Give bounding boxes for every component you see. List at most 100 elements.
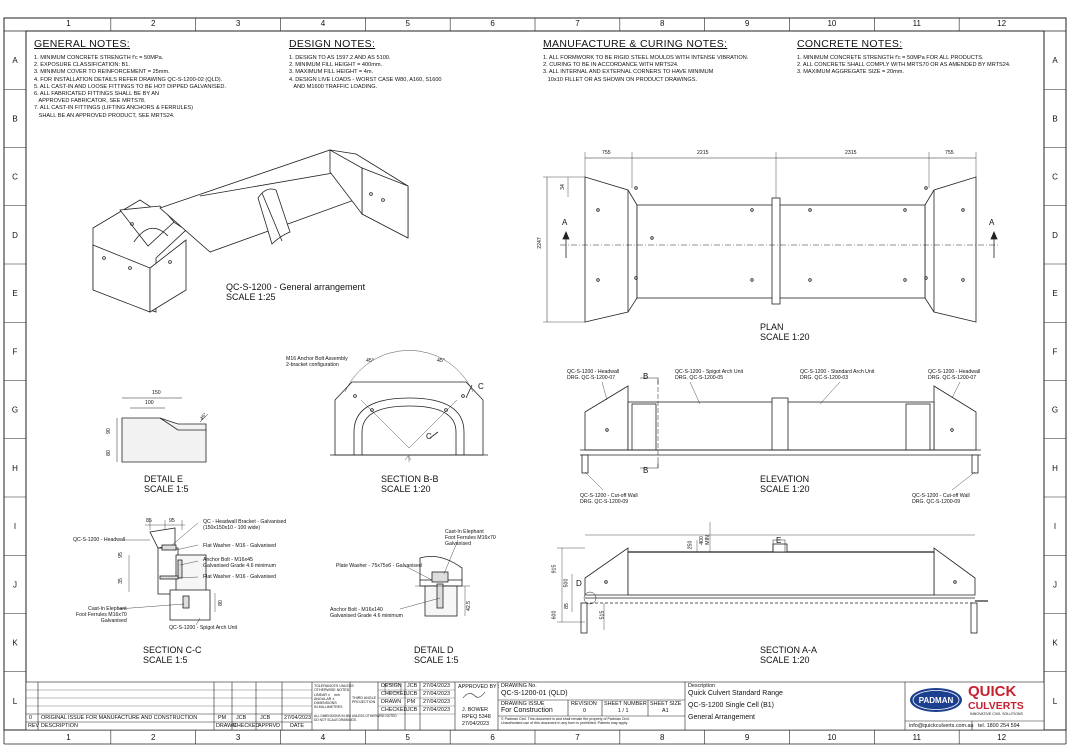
concrete-notes-heading: CONCRETE NOTES: — [797, 38, 903, 50]
section-cc-dim: 95 — [169, 518, 175, 524]
grid-col-label: 1 — [66, 733, 71, 742]
detail-e-dim: 100 — [145, 400, 154, 406]
title-block — [25, 681, 1045, 731]
section-bb-angle: 45° — [366, 358, 374, 364]
concrete-notes-list: 1. MINIMUM CONCRETE STRENGTH f'c = 50MPa… — [797, 55, 1011, 77]
section-cc-dim: 85 — [146, 518, 152, 524]
grid-col-label: 9 — [745, 733, 750, 742]
grid-col-label: 5 — [406, 19, 411, 28]
note-item: 1. DESIGN TO AS 1597.2 AND AS 5100. — [289, 55, 391, 61]
sheet-size-label: SHEET SIZE — [650, 701, 682, 707]
grid-col-label: 7 — [575, 19, 580, 28]
revision-value: 0 — [583, 708, 586, 714]
note-item: 7. ALL CAST-IN FITTINGS (LIFTING ANCHORS… — [34, 105, 193, 112]
grid-col-label: 2 — [151, 733, 156, 742]
section-bb-mark: C — [426, 432, 432, 441]
grid-row-label: K — [1052, 639, 1058, 648]
general-notes-heading: GENERAL NOTES: — [34, 38, 130, 50]
rev-header-drawn: DRAWN — [216, 723, 237, 729]
elevation-callout: QC-S-1200 - Cut-off Wall DRG. QC-S-1200-… — [912, 493, 970, 505]
note-item: 5. ALL CAST-IN AND LOOSE FITTINGS TO BE … — [34, 83, 226, 90]
section-cc-view — [117, 520, 216, 626]
grid-col-label: 4 — [321, 19, 326, 28]
logo-tagline: INNOVATIVE CIVIL SOLUTIONS — [970, 712, 1023, 716]
plan-dim: 2315 — [845, 150, 857, 156]
contact-phone[interactable]: tel. 1800 254 594 — [978, 723, 1020, 729]
section-bb-scale: SCALE 1:20 — [381, 484, 431, 494]
plan-dim: 2247 — [536, 237, 543, 249]
section-aa-dim: 500 — [563, 578, 570, 588]
grid-col-label: 6 — [490, 733, 495, 742]
section-cc-dim: 35 — [117, 578, 124, 584]
note-item: 1. MINIMUM CONCRETE STRENGTH f'c = 50MPa… — [34, 55, 164, 61]
detail-d-label: Anchor Bolt - M16x140 Galvanised Grade 4… — [330, 607, 403, 619]
logo-brand-text: PADMAN — [919, 696, 954, 705]
grid-row-label: H — [12, 464, 18, 473]
plan-dim: 755 — [945, 150, 954, 156]
section-aa-dim: 400 MIN — [698, 535, 711, 545]
grid-col-label: 12 — [997, 19, 1006, 28]
note-item: 1. ALL FORMWORK TO BE RIGID STEEL MOULDS… — [543, 55, 749, 61]
drawing-issue: For Construction — [501, 707, 553, 714]
section-aa-mark: D — [576, 579, 582, 588]
quick-culverts-logo: PADMAN QUICK CULVERTS INNOVATIVE CIVIL S… — [910, 683, 1024, 716]
plan-section-mark-right: A — [989, 218, 995, 227]
manufacture-notes-list: 1. ALL FORMWORK TO BE RIGID STEEL MOULDS… — [543, 55, 748, 84]
sign-role: DESIGN — [381, 683, 402, 689]
note-item: 10x10 FILLET OR AS SHOWN ON PRODUCT DRAW… — [543, 76, 698, 83]
tolerance-note: TOLERANCES UNLESS OTHERWISE NOTED: LINEA… — [314, 684, 354, 710]
detail-d-view — [399, 539, 470, 617]
grid-col-label: 11 — [913, 19, 922, 28]
grid-col-label: 10 — [827, 19, 836, 28]
plan-dim: 2215 — [697, 150, 709, 156]
section-bb-title: SECTION B-B — [381, 474, 439, 484]
section-cc-label: QC-S-1200 - Headwall — [73, 537, 126, 543]
general-notes-list: 1. MINIMUM CONCRETE STRENGTH f'c = 50MPa… — [34, 55, 226, 120]
section-bb-mark: C — [478, 382, 484, 391]
section-cc-dim: 80 — [217, 600, 224, 606]
ownership-note: ALL DIMENSIONS IN MM UNLESS OTHERWISE NO… — [314, 714, 398, 722]
grid-col-label: 10 — [827, 733, 836, 742]
elevation-scale: SCALE 1:20 — [760, 484, 810, 494]
copyright-note: © Padman Civil. This document is and sha… — [501, 717, 630, 726]
projection-note: THIRD ANGLE PROJECTION — [352, 696, 376, 705]
plan-section-mark-left: A — [562, 218, 568, 227]
approver-name: J. BOWER — [462, 707, 489, 713]
sign-who: JCB — [407, 683, 418, 689]
outer-border — [3, 17, 1067, 731]
section-cc-label: Flat Washer - M16 - Galvanised — [203, 574, 277, 580]
grid-row-label: B — [12, 114, 17, 123]
note-item: APPROVED FABRICATOR, SEE MRTS78. — [34, 98, 146, 105]
elevation-callout: QC-S-1200 - Headwall DRG. QC-S-1200-07 — [567, 369, 620, 381]
grid-row-label: I — [1054, 522, 1056, 531]
section-bb-view — [330, 350, 488, 462]
detail-e-view — [116, 397, 209, 463]
plan-view — [543, 152, 1000, 323]
general-arrangement-view — [92, 149, 409, 313]
grid-row-label: G — [1052, 406, 1058, 415]
note-item: 3. MINIMUM COVER TO REINFORCEMENT = 25mm… — [34, 69, 170, 76]
sheet-number-label: SHEET NUMBER — [604, 701, 647, 707]
section-cc-label: Flat Washer - M16 - Galvanised — [203, 543, 277, 549]
elevation-callout: QC-S-1200 - Standard Arch Unit DRG. QC-S… — [800, 369, 875, 381]
grid-col-label: 8 — [660, 19, 665, 28]
detail-e-dim: 90 — [105, 428, 112, 434]
section-aa-mark: E — [776, 536, 782, 545]
grid-col-label: 3 — [236, 19, 241, 28]
section-cc-dim: 95 — [117, 552, 124, 558]
note-item: 4. FOR INSTALLATION DETAILS REFER DRAWIN… — [34, 76, 223, 83]
contact-email[interactable]: info@quickculverts.com.au — [909, 723, 974, 729]
approver-registration: RPEQ 5348 — [462, 714, 491, 720]
grid-row-label: C — [1052, 173, 1058, 182]
plan-dim: 755 — [602, 150, 611, 156]
revision-row-approved: JCB — [260, 715, 271, 721]
manufacture-notes-heading: MANUFACTURE & CURING NOTES: — [543, 38, 728, 50]
description-line: QC-S-1200 Single Cell (B1) — [688, 702, 774, 709]
revision-row-date: 27/04/2023 — [284, 715, 311, 721]
rev-header-rev: REV — [28, 723, 40, 729]
detail-e-scale: SCALE 1:5 — [144, 484, 189, 494]
section-aa-dim: 250 — [687, 540, 694, 550]
grid-row-label: D — [1052, 231, 1058, 240]
grid-row-label: L — [13, 697, 18, 706]
